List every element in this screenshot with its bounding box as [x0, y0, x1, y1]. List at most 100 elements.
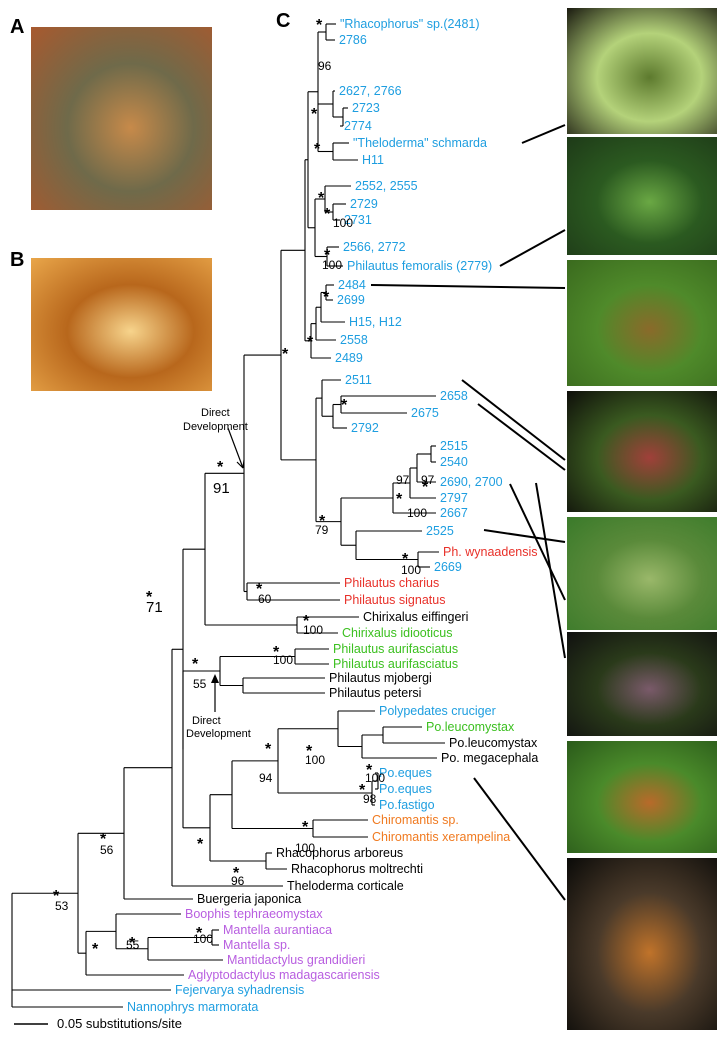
taxon-label: Chiromantis sp.: [372, 813, 459, 827]
taxon-label: 2675: [411, 406, 439, 420]
photo-frog-vocal-sac: [567, 8, 717, 134]
taxon-label: Chirixalus eiffingeri: [363, 610, 468, 624]
support-value: 100: [295, 841, 315, 855]
taxon-label: Philautus femoralis (2779): [347, 259, 492, 273]
significance-star: *: [217, 459, 224, 476]
significance-star: *: [422, 479, 429, 496]
panel-label-c: C: [276, 10, 290, 32]
significance-star: *: [324, 247, 331, 264]
leader-line: [484, 530, 565, 542]
taxon-label: 2511: [345, 373, 372, 387]
taxon-label: Po.leucomystax: [426, 720, 515, 734]
taxon-label: 2729: [350, 197, 378, 211]
support-value: 100: [333, 216, 353, 230]
annotation-line: Development: [186, 728, 251, 740]
leader-line: [478, 404, 565, 470]
taxon-label: Rhacophorus moltrechti: [291, 862, 423, 876]
taxon-label: Theloderma corticale: [287, 879, 404, 893]
taxon-label: 2797: [440, 491, 468, 505]
taxon-label: Chiromantis xerampelina: [372, 830, 510, 844]
taxon-label: Philautus aurifasciatus: [333, 642, 458, 656]
panel-label-b: B: [10, 249, 24, 271]
taxon-label: Fejervarya syhadrensis: [175, 983, 304, 997]
taxon-label: 2667: [440, 506, 468, 520]
significance-star: *: [256, 581, 263, 598]
taxon-label: "Rhacophorus" sp.(2481): [340, 17, 480, 31]
significance-star: *: [100, 831, 107, 848]
taxon-label: Po. megacephala: [441, 751, 538, 765]
photo-brown-frog-on-leaf: [567, 741, 717, 853]
photo-red-frog: [567, 391, 717, 512]
taxon-label: 2690, 2700: [440, 475, 503, 489]
annotation-line: Direct: [201, 407, 230, 419]
taxon-label: "Theloderma" schmarda: [353, 136, 487, 150]
support-value: 94: [259, 771, 273, 785]
taxon-label: Philautus petersi: [329, 686, 421, 700]
taxon-label: Nannophrys marmorata: [127, 1000, 258, 1014]
significance-star: *: [314, 141, 321, 158]
significance-star: *: [366, 762, 373, 779]
taxon-label: H15, H12: [349, 315, 402, 329]
taxon-label: 2786: [339, 33, 367, 47]
support-value: 91: [213, 480, 230, 497]
significance-star: *: [273, 644, 280, 661]
significance-star: *: [402, 551, 409, 568]
leader-line: [462, 380, 565, 460]
significance-star: *: [359, 782, 366, 799]
support-value: 100: [407, 506, 427, 520]
leader-line: [510, 484, 565, 600]
taxon-label: 2540: [440, 455, 468, 469]
taxon-label: 2515: [440, 439, 468, 453]
significance-star: *: [307, 334, 314, 351]
direct-development-annotation-upper: Direct Development: [183, 407, 248, 468]
significance-star: *: [306, 743, 313, 760]
significance-star: *: [265, 741, 272, 758]
photo-brown-frog-on-moss: [567, 260, 717, 386]
taxon-label: 2558: [340, 333, 368, 347]
leader-line: [500, 230, 565, 266]
taxon-label: Mantella sp.: [223, 938, 290, 952]
taxon-label: Philautus aurifasciatus: [333, 657, 458, 671]
significance-star: *: [303, 613, 310, 630]
panel-label-a: A: [10, 16, 24, 38]
significance-star: *: [233, 865, 240, 882]
taxon-label: 2484: [338, 278, 366, 292]
taxon-label: Philautus signatus: [344, 593, 445, 607]
significance-star: *: [92, 941, 99, 958]
leader-line: [522, 125, 565, 143]
significance-star: *: [302, 819, 309, 836]
taxon-label: Mantidactylus grandidieri: [227, 953, 365, 967]
taxon-label: 2669: [434, 560, 462, 574]
taxon-label: H11: [362, 153, 384, 167]
significance-star: *: [282, 346, 289, 363]
taxon-label: 2627, 2766: [339, 84, 402, 98]
taxon-label: Po.eques: [379, 782, 432, 796]
photo-green-frog: [567, 137, 717, 255]
annotation-line: Direct: [192, 715, 221, 727]
taxon-label: Po.eques: [379, 766, 432, 780]
annotation-line: Development: [183, 421, 248, 433]
support-value: 97: [396, 473, 410, 487]
taxon-label: 2489: [335, 351, 363, 365]
significance-star: *: [341, 397, 348, 414]
significance-star: *: [323, 289, 330, 306]
significance-star: *: [192, 656, 199, 673]
arrow-head: [211, 674, 219, 683]
taxon-label: 2699: [337, 293, 365, 307]
taxon-label: Chirixalus idiooticus: [342, 626, 452, 640]
photo-green-frog-2: [567, 517, 717, 630]
taxon-label: Po.fastigo: [379, 798, 435, 812]
taxon-label: 2552, 2555: [355, 179, 418, 193]
significance-star: *: [318, 190, 325, 207]
taxon-label: 2723: [352, 101, 380, 115]
significance-star: *: [196, 925, 203, 942]
taxon-label: Buergeria japonica: [197, 892, 301, 906]
significance-star: *: [146, 589, 153, 606]
significance-star: *: [396, 491, 403, 508]
significance-star: *: [319, 513, 326, 530]
taxon-label: Philautus mjobergi: [329, 671, 432, 685]
support-value: 96: [318, 59, 332, 73]
taxon-label: 2658: [440, 389, 468, 403]
arrow-shaft: [228, 428, 243, 468]
photo-b-egg: [31, 258, 212, 391]
